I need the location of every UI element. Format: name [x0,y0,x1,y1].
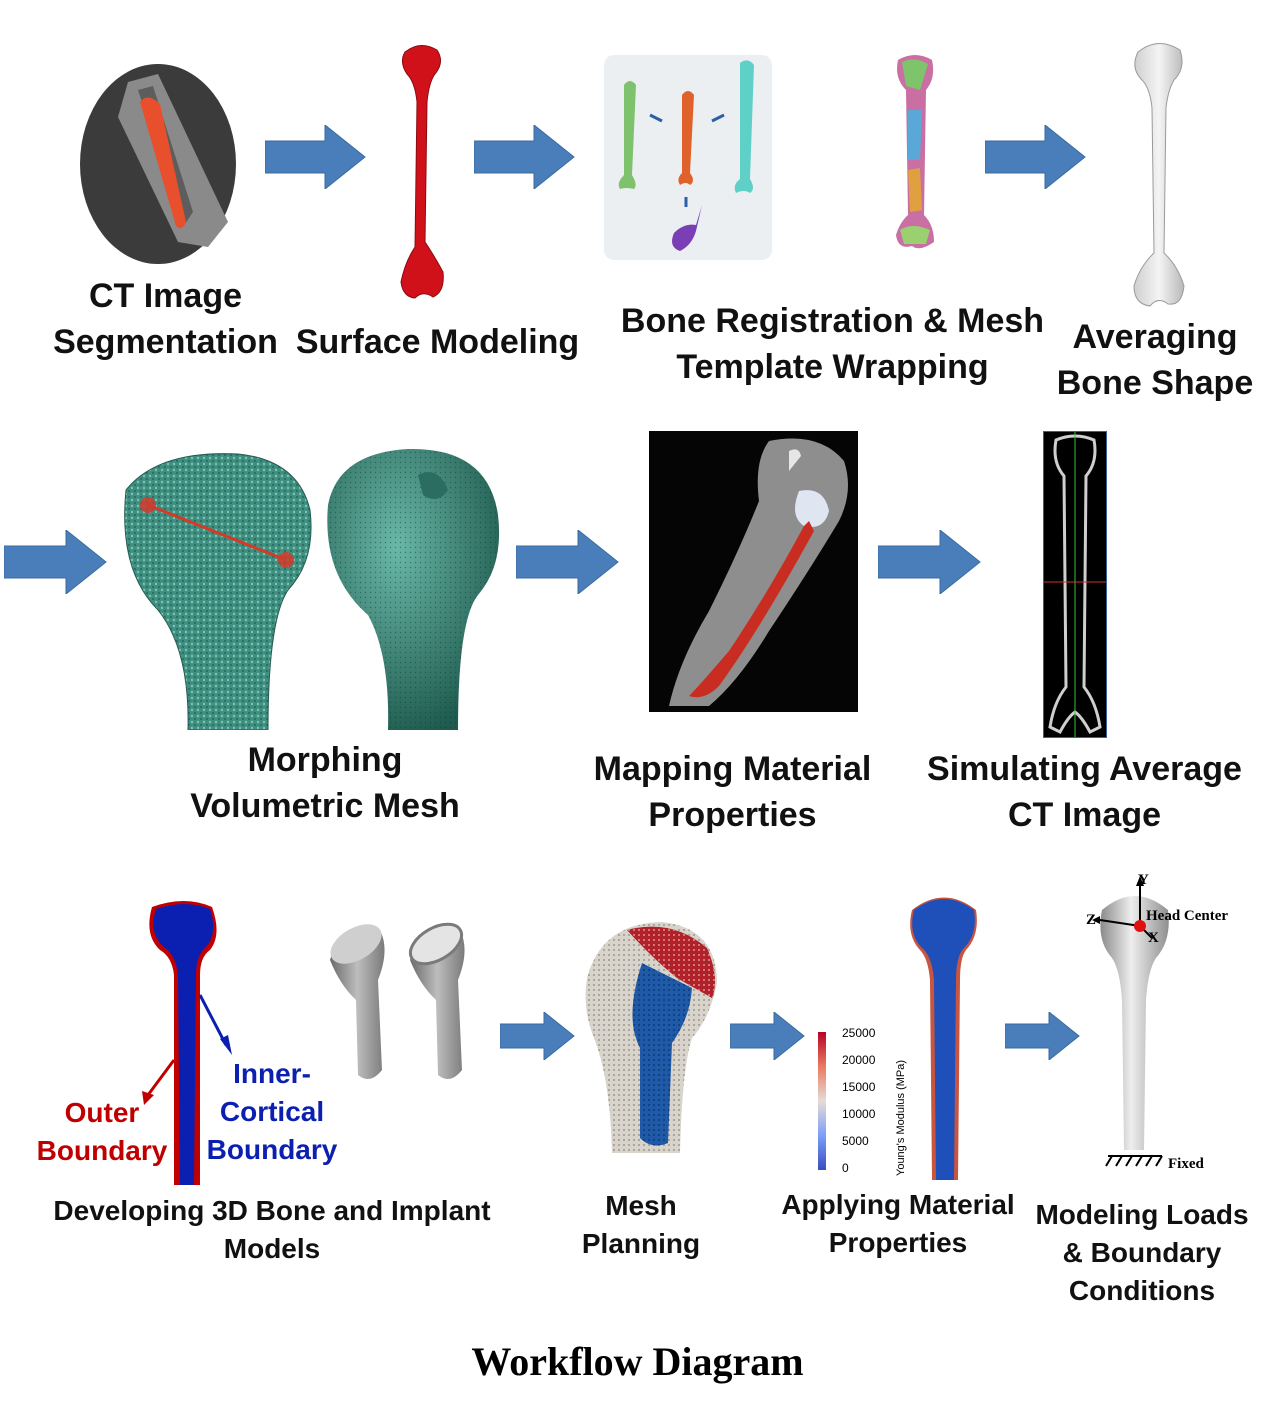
flow-arrow [474,125,576,189]
label-line: Bone Shape [1056,364,1254,402]
label-line: Simulating Average [927,750,1242,788]
label-inner-boundary: Inner- Cortical Boundary [200,1055,344,1169]
applied-material-bone [904,890,984,1180]
axis-label-z: Z [1086,912,1096,928]
label-line: Mesh [605,1190,677,1221]
label-line: Segmentation [53,323,278,361]
flow-arrow [985,125,1087,189]
label-line: Template Wrapping [676,348,989,386]
volumetric-mesh-3d [318,445,508,730]
fixed-label: Fixed [1168,1156,1204,1172]
loads-boundary-bone: Y Z X Head Center Fixed [1080,870,1260,1180]
label-averaging: Averaging Bone Shape [1050,314,1260,406]
flow-arrow [878,530,982,594]
colorbar-tick: 5000 [842,1134,869,1148]
flow-arrow [500,1012,576,1060]
diagram-caption: Workflow Diagram [471,1339,804,1384]
label-applying: Applying Material Properties [772,1186,1024,1262]
mapped-material-ct [649,431,858,712]
label-line: Models [223,1233,321,1264]
label-line: Cortical [219,1096,325,1127]
flow-arrow [4,530,108,594]
label-line: CT Image [88,277,243,315]
label-line: Averaging [1072,318,1238,356]
colorbar-tick: 0 [842,1161,849,1175]
label-line: Boundary [36,1135,168,1166]
label-line: Modeling Loads [1035,1199,1249,1230]
mesh-planning-model [582,918,722,1153]
colorbar-title: Young's Modulus (MPa) [895,1060,907,1176]
label-line: Outer [64,1097,140,1128]
flow-arrow [730,1012,806,1060]
flow-arrow [1005,1012,1081,1060]
colorbar-tick: 10000 [842,1107,876,1121]
flow-arrow [516,530,620,594]
colorbar-tick: 15000 [842,1080,876,1094]
flow-arrow [265,125,367,189]
label-line: Applying Material [781,1189,1015,1220]
label-registration: Bone Registration & Mesh Template Wrappi… [610,298,1055,390]
label-line: Mapping Material [593,750,872,788]
average-bone-shape [1128,38,1190,310]
label-outer-boundary: Outer Boundary [32,1094,172,1170]
surface-model-bone [395,42,450,302]
youngs-modulus-colorbar: 25000 20000 15000 10000 5000 0 Young's M… [816,1024,916,1184]
label-line: Planning [581,1228,701,1259]
label-mesh-planning: Mesh Planning [575,1187,707,1263]
label-line: Properties [828,1227,968,1258]
label-line: & Boundary [1062,1237,1222,1268]
label-line: Volumetric Mesh [190,787,460,825]
simulated-ct-image [1043,431,1107,738]
implant-models [320,920,480,1090]
label-line: Boundary [206,1134,338,1165]
label-line: Surface Modeling [295,323,580,361]
label-line: Bone Registration & Mesh [620,302,1045,340]
head-center-label: Head Center [1146,908,1228,924]
label-line: Developing 3D Bone and Implant [53,1195,491,1226]
axis-label-x: X [1148,930,1159,946]
label-line: Properties [648,796,817,834]
ct-image-thumbnail [78,62,238,267]
label-surface-modeling: Surface Modeling [290,319,585,365]
label-simulating: Simulating Average CT Image [922,746,1247,838]
axis-label-y: Y [1138,872,1149,888]
label-ct-segmentation: CT Image Segmentation [28,273,303,365]
label-line: Conditions [1068,1275,1216,1306]
label-line: CT Image [1007,796,1162,834]
label-line: Morphing [247,741,403,779]
label-modeling: Modeling Loads & Boundary Conditions [1032,1196,1252,1310]
colorbar-tick: 20000 [842,1053,876,1067]
label-line: Inner- [233,1058,311,1089]
colorbar-tick: 25000 [842,1026,876,1040]
bone-registration-panel [604,55,772,260]
wrapped-template-bone [890,50,940,255]
bone-boundary-model [130,895,240,1185]
morphing-mesh-section [118,450,318,730]
label-morphing: Morphing Volumetric Mesh [175,737,475,829]
label-mapping: Mapping Material Properties [580,746,885,838]
label-developing: Developing 3D Bone and Implant Models [48,1192,496,1268]
